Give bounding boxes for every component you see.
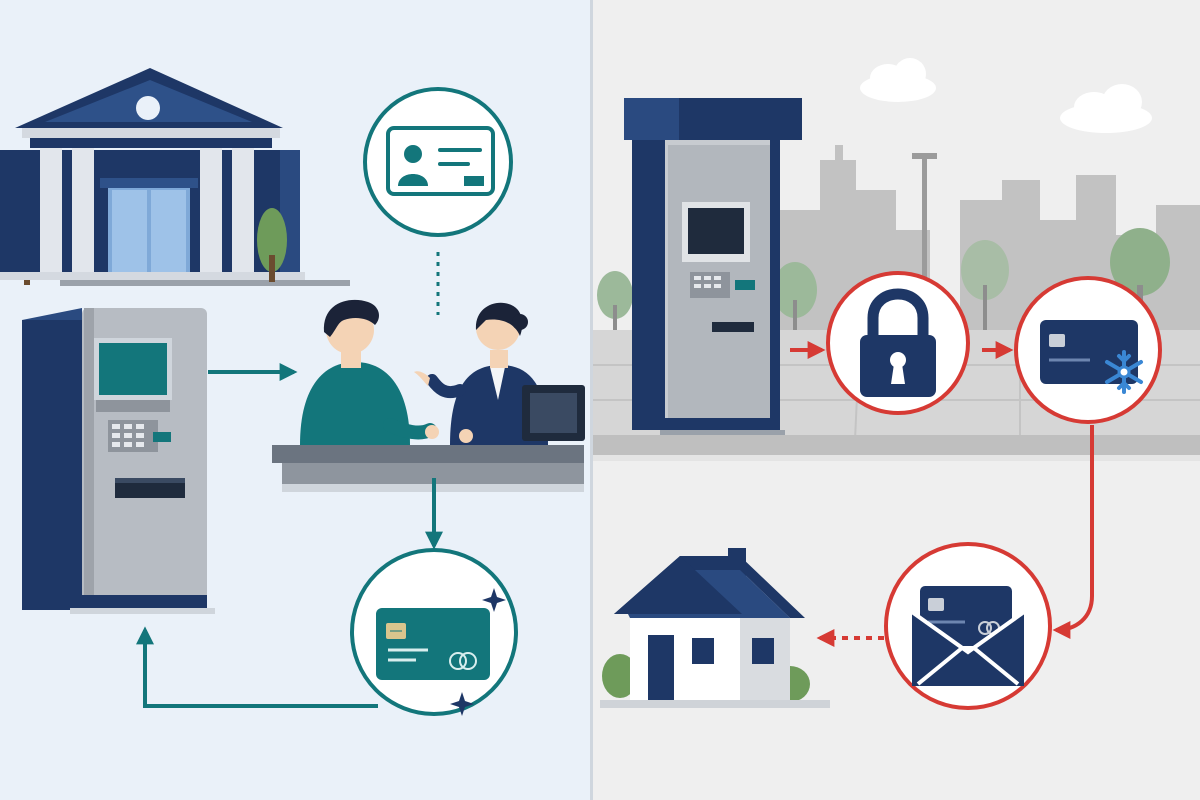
credit-card-icon [350, 548, 518, 716]
id-card-icon [363, 87, 513, 315]
bank-building-icon [0, 68, 350, 286]
clouds [860, 58, 1152, 133]
right-flow-arrows [790, 341, 1094, 647]
arrow-card-to-atm [136, 626, 378, 708]
arrow-freeze-to-mail [1052, 425, 1094, 639]
house-icon [600, 548, 830, 708]
envelope-card-icon [884, 542, 1052, 710]
left-flow-arrows [136, 363, 443, 708]
panel-divider [590, 0, 593, 800]
snowflake-card-icon [1014, 276, 1162, 424]
atm-kiosk-icon [624, 98, 802, 435]
trees [597, 228, 1170, 330]
padlock-icon [826, 271, 970, 415]
atm-icon [22, 308, 215, 614]
street-lamp [922, 155, 927, 330]
